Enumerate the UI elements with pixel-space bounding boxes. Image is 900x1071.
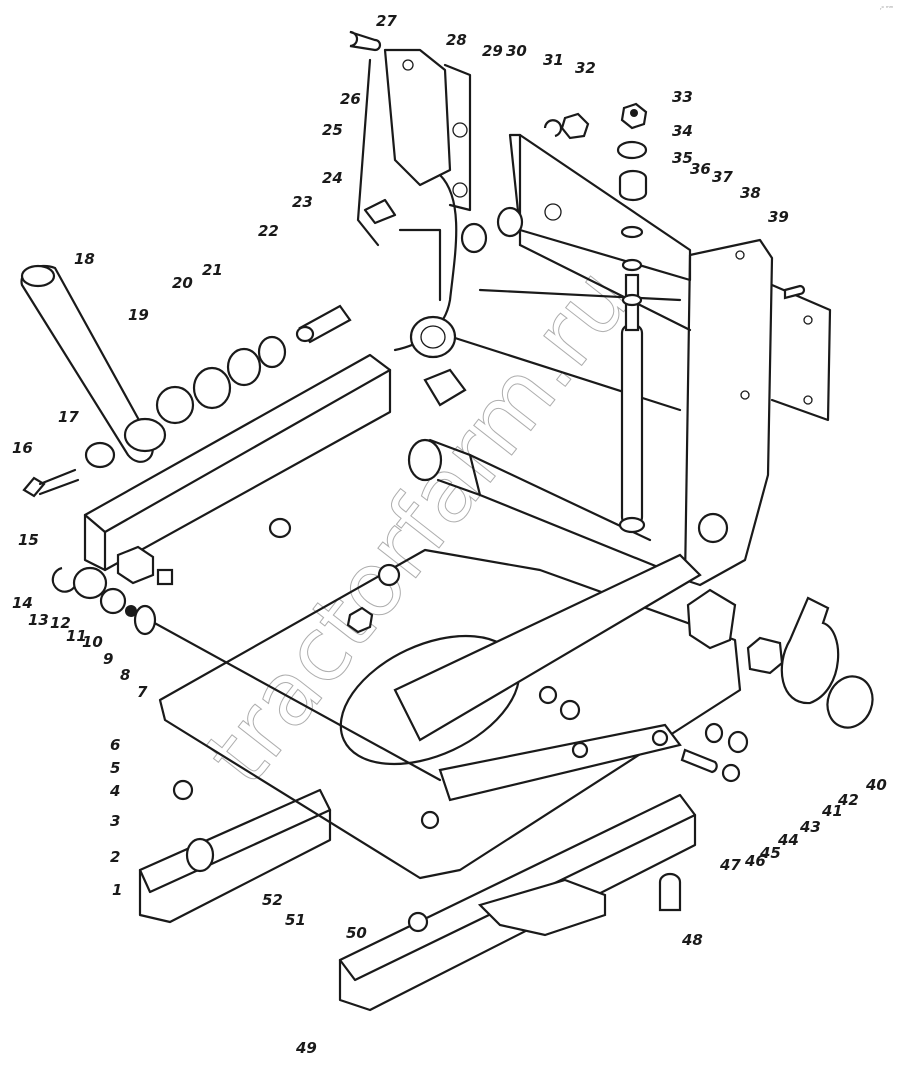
callout-14: 14 (12, 594, 33, 612)
callout-49: 49 (295, 1039, 317, 1057)
callout-29: 29 (482, 42, 503, 60)
callout-33: 33 (672, 88, 693, 106)
callout-31: 31 (543, 51, 564, 69)
callout-37: 37 (712, 168, 733, 186)
callout-52: 52 (262, 891, 283, 909)
right-hardware (680, 588, 874, 783)
lever-handle (20, 264, 352, 498)
callout-7: 7 (137, 683, 148, 701)
callout-25: 25 (322, 121, 343, 139)
callout-15: 15 (18, 531, 39, 549)
callout-6: 6 (110, 736, 120, 754)
callout-2: 2 (110, 848, 120, 866)
callout-16: 16 (12, 439, 33, 457)
callout-26: 26 (340, 90, 361, 108)
callout-12: 12 (50, 614, 71, 632)
corner-mark: ᵣᵒ ᵐᵐ (880, 5, 894, 12)
callout-43: 43 (799, 818, 821, 836)
callout-38: 38 (740, 184, 761, 202)
callout-10: 10 (82, 633, 103, 651)
callout-17: 17 (58, 408, 79, 426)
callout-50: 50 (346, 924, 367, 942)
callout-9: 9 (103, 650, 113, 668)
callout-11: 11 (66, 627, 87, 645)
callout-22: 22 (258, 222, 279, 240)
upper-left-rail (83, 353, 392, 572)
callout-5: 5 (110, 759, 120, 777)
callout-27: 27 (376, 12, 397, 30)
slide-rails (138, 779, 697, 1012)
callout-24: 24 (322, 169, 343, 187)
callout-40: 40 (865, 776, 887, 794)
callout-48: 48 (681, 931, 703, 949)
callout-39: 39 (768, 208, 789, 226)
callout-30: 30 (506, 42, 527, 60)
callout-13: 13 (28, 611, 49, 629)
callout-8: 8 (120, 666, 130, 684)
upper-rollers (349, 30, 806, 300)
callout-32: 32 (575, 59, 596, 77)
seat-base (138, 548, 742, 880)
callout-4: 4 (109, 782, 120, 800)
callout-46: 46 (744, 852, 766, 870)
gas-strut (618, 258, 646, 534)
callout-51: 51 (285, 911, 306, 929)
callout-28: 28 (446, 31, 467, 49)
callout-36: 36 (690, 160, 711, 178)
callout-19: 19 (128, 306, 149, 324)
callout-34: 34 (672, 122, 693, 140)
callout-1: 1 (112, 881, 122, 899)
callout-labels: 1234567891011121314151617181920212223242… (12, 12, 887, 1057)
top-hardware (543, 102, 648, 239)
callout-47: 47 (719, 856, 741, 874)
left-upright (356, 48, 472, 352)
callout-23: 23 (292, 193, 313, 211)
callout-42: 42 (837, 791, 859, 809)
callout-35: 35 (672, 149, 693, 167)
callout-3: 3 (110, 812, 120, 830)
callout-18: 18 (74, 250, 95, 268)
left-hardware (51, 517, 292, 636)
callout-44: 44 (777, 831, 799, 849)
callout-20: 20 (172, 274, 193, 292)
callout-45: 45 (759, 844, 781, 862)
callout-41: 41 (821, 802, 843, 820)
callout-21: 21 (202, 261, 223, 279)
